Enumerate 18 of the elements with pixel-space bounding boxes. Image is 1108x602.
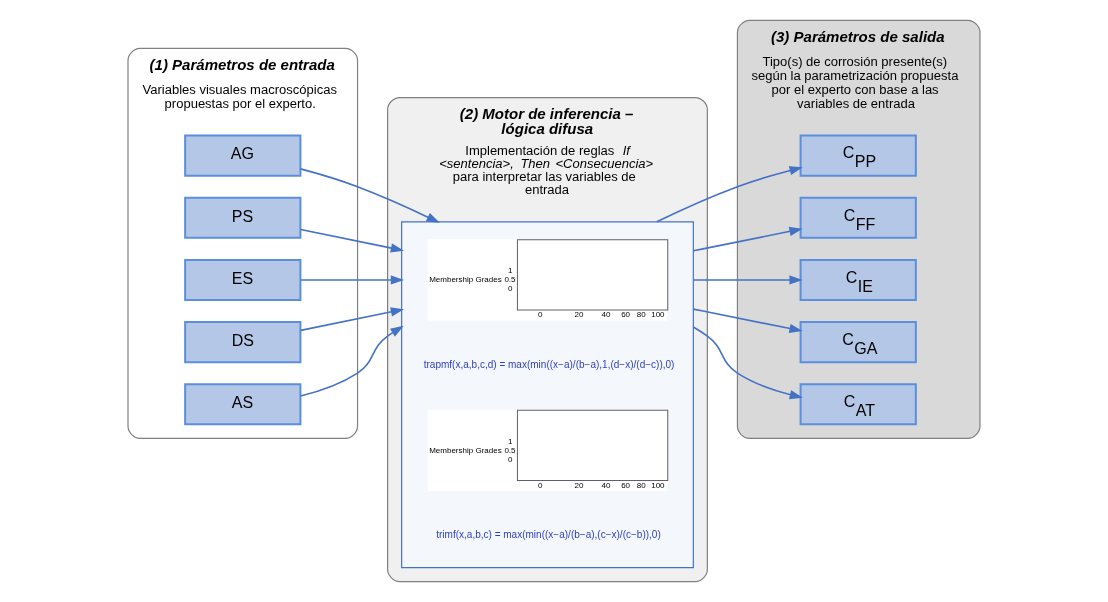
node-box: DS bbox=[184, 321, 302, 364]
arrow bbox=[692, 226, 803, 252]
node-text: trapmf(x,a,b,c,d) = max(min((x−a)/(b−a),1,(d−x)/(d−c)),0) bbox=[423, 358, 675, 370]
node-text: trimf(x,a,b,c) = max(min((x−a)/(b−a),(c−x)/(c−b)),0) bbox=[436, 529, 661, 541]
arrow bbox=[299, 228, 405, 253]
arrow bbox=[692, 275, 803, 285]
arrow bbox=[299, 307, 405, 332]
node-box: ES bbox=[184, 258, 302, 301]
arrow bbox=[299, 168, 440, 223]
arrow bbox=[655, 166, 803, 223]
node-box: PS bbox=[184, 196, 302, 239]
arrow bbox=[692, 326, 803, 400]
arrow bbox=[692, 308, 803, 334]
node-box: AG bbox=[184, 134, 302, 177]
node-box: AS bbox=[184, 383, 302, 426]
cluster bbox=[401, 221, 694, 569]
arrow bbox=[299, 325, 404, 397]
arrow bbox=[299, 275, 405, 285]
